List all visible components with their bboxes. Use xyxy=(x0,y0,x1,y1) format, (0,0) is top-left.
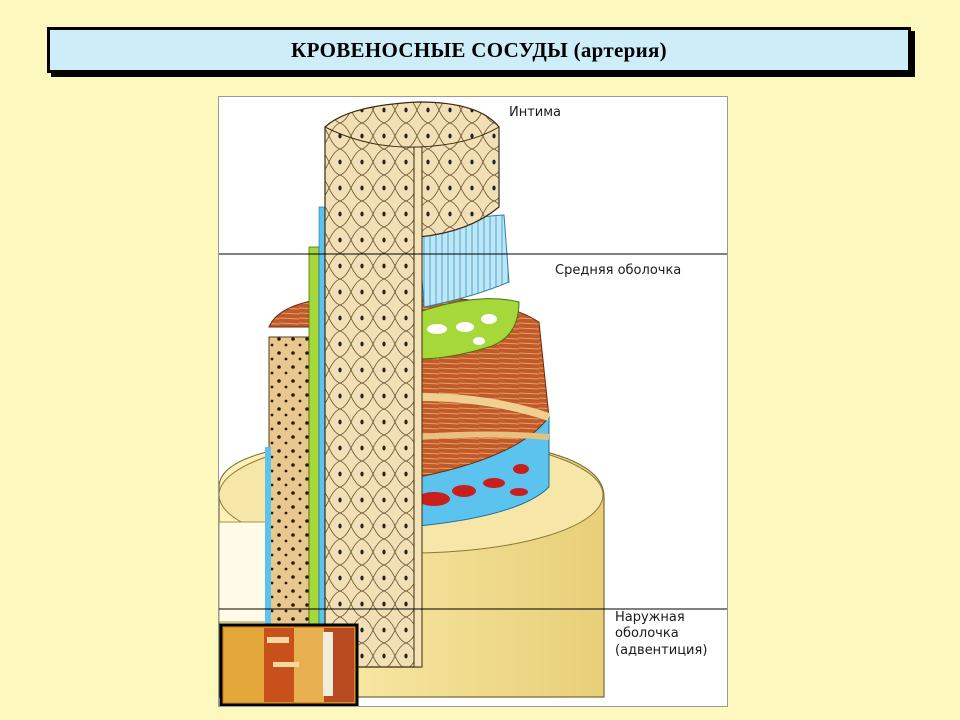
label-adventitia-line1: Наружная xyxy=(615,610,685,625)
slide-title: КРОВЕНОСНЫЕ СОСУДЫ (артерия) xyxy=(291,37,667,62)
intima-endothelium xyxy=(324,101,500,668)
internal-elastic-membrane xyxy=(418,298,520,360)
label-media: Средняя оболочка xyxy=(555,263,682,278)
artery-diagram: Интима Средняя оболочка Наружная оболочк… xyxy=(218,96,728,707)
wall-cross-section xyxy=(265,206,326,628)
artery-illustration xyxy=(219,101,727,706)
label-adventitia-line2: оболочка xyxy=(615,626,679,642)
label-adventitia: Наружная оболочка (адвентиция) xyxy=(615,610,707,659)
micrograph-inset xyxy=(219,623,359,706)
label-intima: Интима xyxy=(509,105,562,120)
slide-title-box: КРОВЕНОСНЫЕ СОСУДЫ (артерия) xyxy=(47,27,911,73)
label-adventitia-line3: (адвентиция) xyxy=(615,642,708,658)
